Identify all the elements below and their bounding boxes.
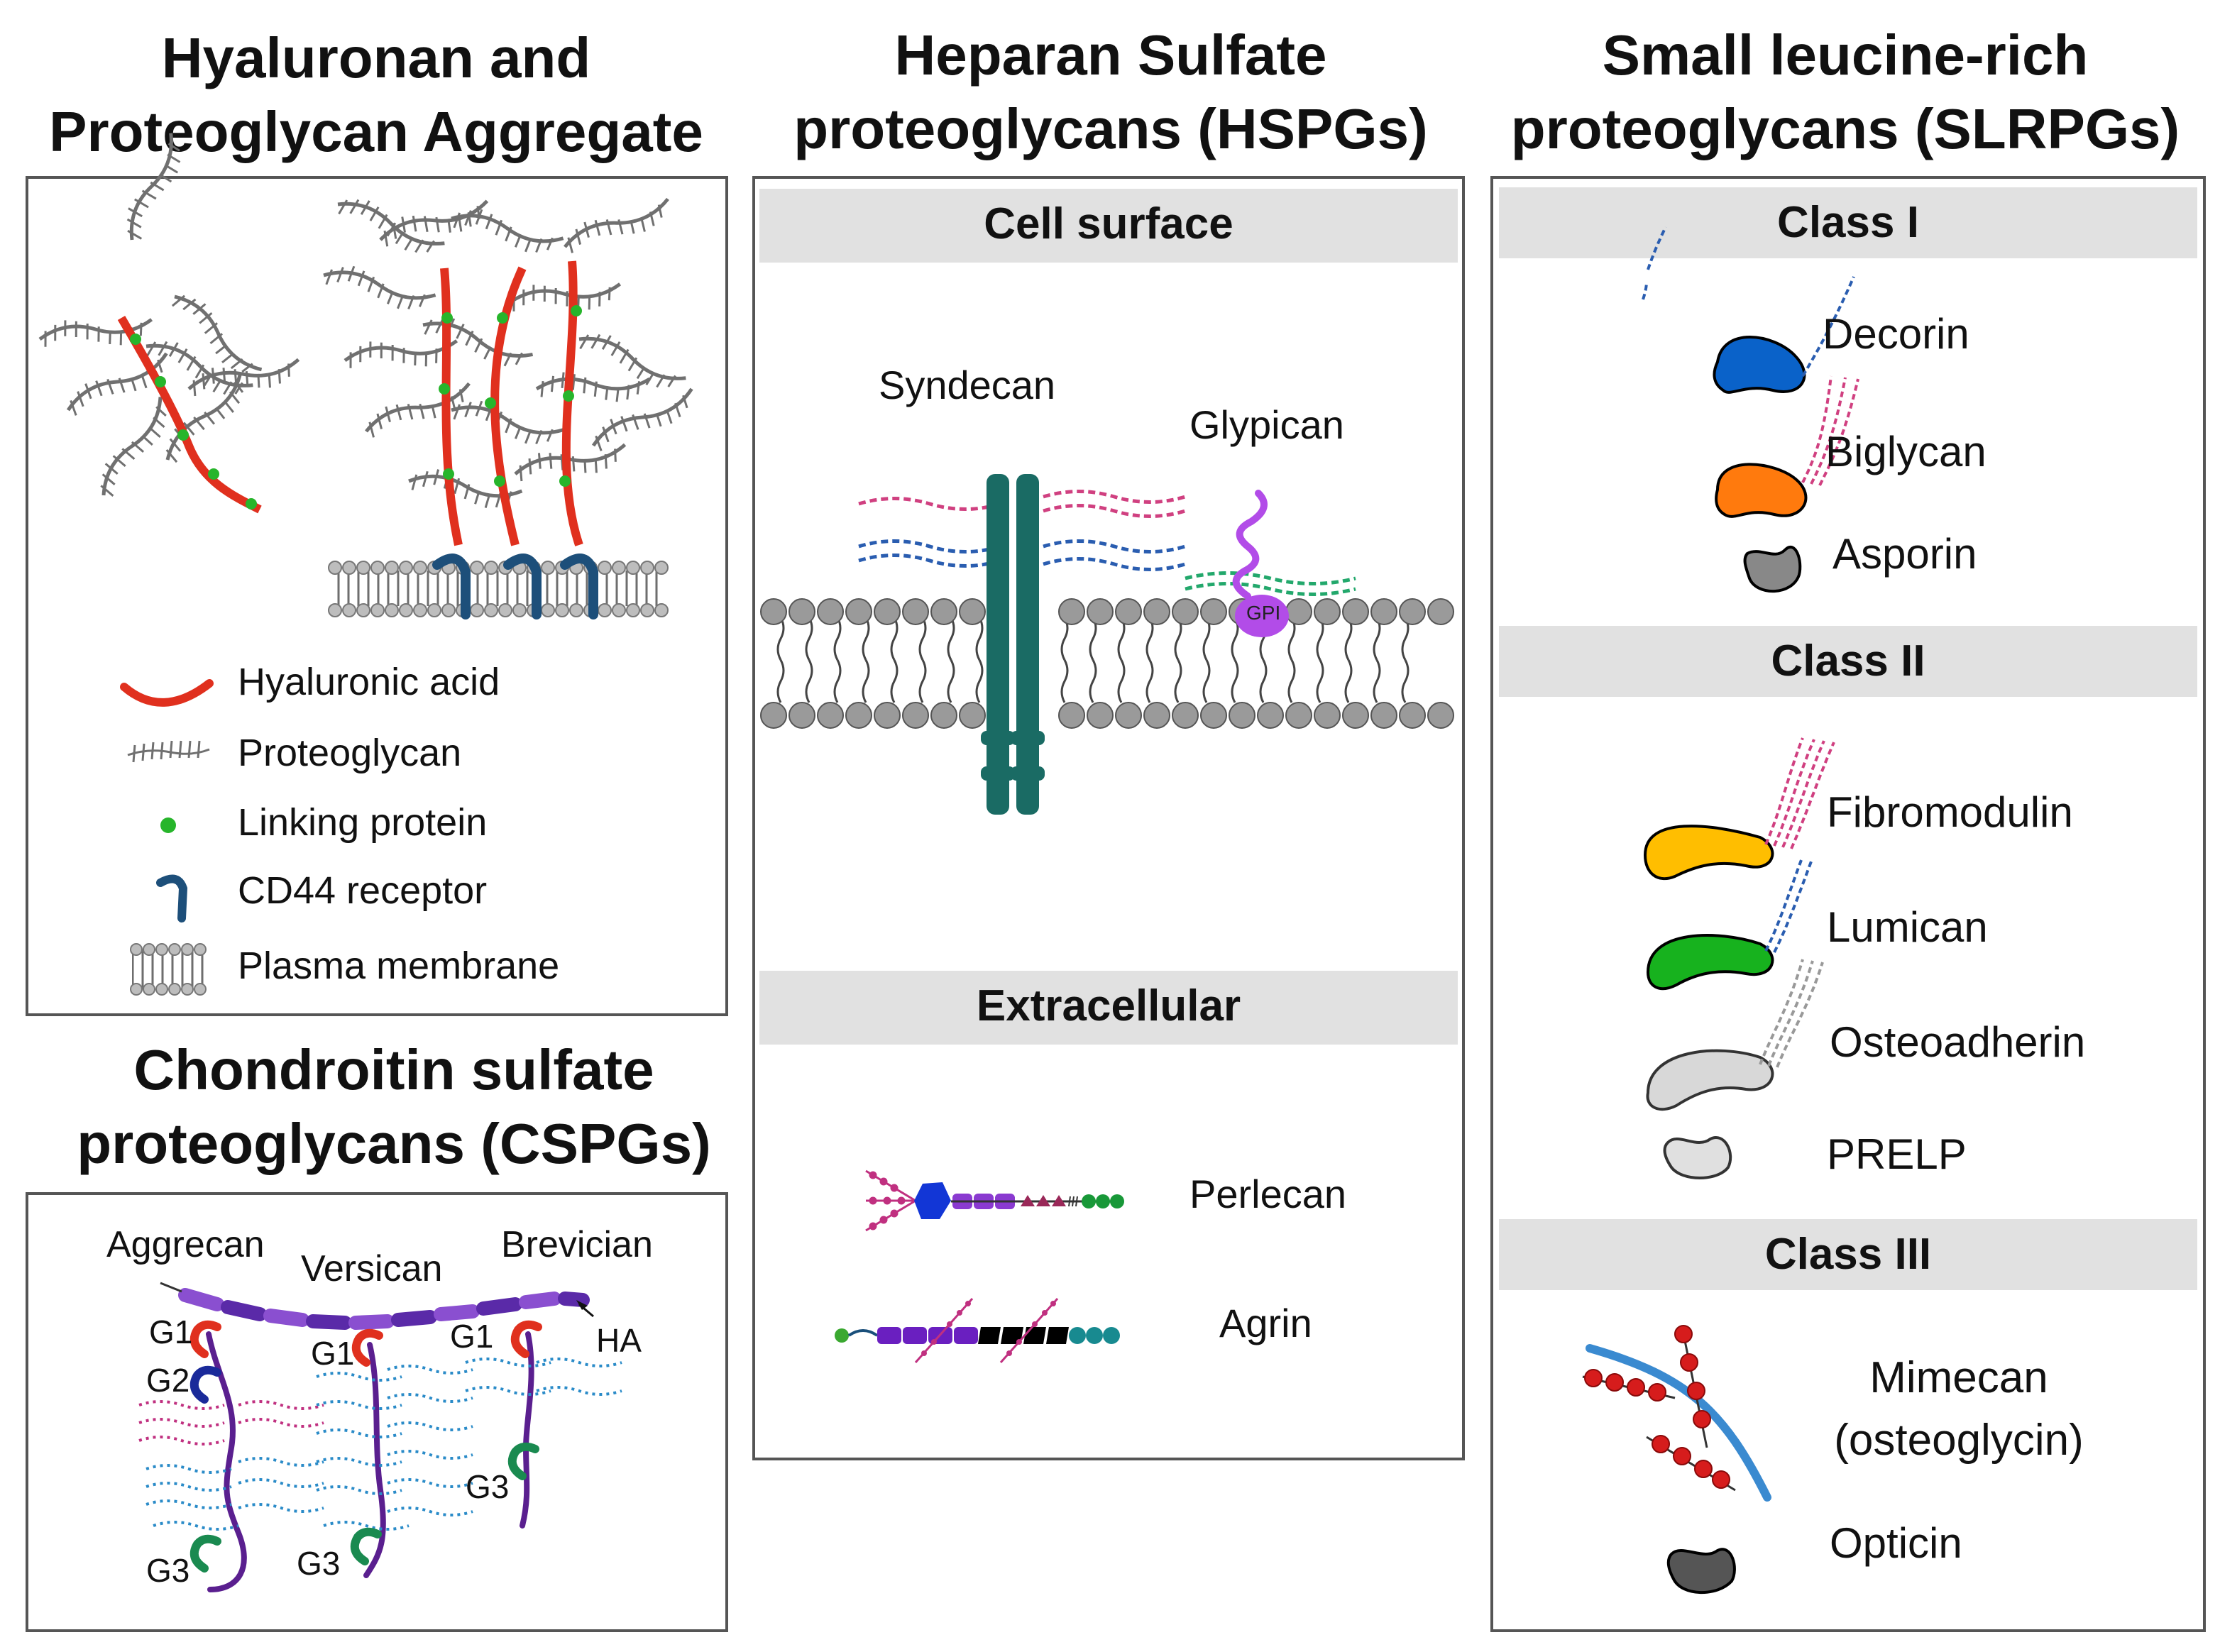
- biglycan-label: Biglycan: [1825, 428, 1987, 475]
- prelp-icon: [1663, 1136, 1732, 1179]
- opticin-icon: [1666, 1548, 1736, 1595]
- perlecan-icon: [865, 1169, 1124, 1232]
- cd44-receptor-icon: [156, 874, 188, 923]
- glypican-protein: [1232, 490, 1289, 637]
- class2-header: Class II: [1499, 626, 2197, 697]
- prelp-label: PRELP: [1827, 1130, 1967, 1178]
- legend-label-cd44-receptor: CD44 receptor: [238, 869, 488, 912]
- syndecan-label: Syndecan: [879, 363, 1056, 407]
- aggrecan-label: Aggrecan: [106, 1224, 265, 1265]
- hyaluronan-aggregate-illustration: [26, 176, 728, 620]
- osteoadherin-icon: [1646, 959, 1824, 1111]
- decorin-icon: [1642, 226, 1855, 394]
- core-proteins: [206, 1331, 534, 1592]
- brevican-g3-label: G3: [466, 1468, 510, 1505]
- cell-surface-header: Cell surface: [759, 189, 1458, 263]
- fibromodulin-icon: [1643, 737, 1835, 881]
- free-aggregate: [38, 128, 304, 514]
- heparan-sulfate-chains: [858, 490, 1356, 596]
- agrin-label: Agrin: [1219, 1301, 1312, 1345]
- ha-backbone: [178, 1288, 590, 1330]
- class1-header: Class I: [1499, 187, 2197, 258]
- legend-label-plasma-membrane: Plasma membrane: [238, 945, 560, 987]
- cell-membrane: [760, 598, 1454, 729]
- cell-surface-illustration: [760, 474, 1454, 815]
- class3-header: Class III: [1499, 1219, 2197, 1290]
- versican-label: Versican: [301, 1248, 443, 1289]
- osteoadherin-label: Osteoadherin: [1830, 1018, 2086, 1066]
- lumican-icon: [1646, 859, 1813, 991]
- extracellular-header: Extracellular: [759, 971, 1458, 1045]
- class3-illustrations: [1582, 1325, 1771, 1595]
- membrane-bound-aggregate: [320, 186, 701, 546]
- agrin-icon: [835, 1298, 1120, 1363]
- glypican-label: Glypican: [1189, 402, 1344, 447]
- cspg-illustration: [138, 1282, 622, 1592]
- asporin-icon: [1743, 546, 1802, 593]
- aggrecan-g3-label: G3: [146, 1552, 190, 1589]
- versican-g3-label: G3: [297, 1545, 341, 1582]
- class1-illustrations: [1642, 226, 1859, 593]
- opticin-label: Opticin: [1830, 1519, 1962, 1567]
- ha-label: HA: [596, 1322, 642, 1359]
- asporin-label: Asporin: [1832, 530, 1977, 578]
- brevican-g1-label: G1: [450, 1318, 494, 1355]
- linking-protein-icon: [160, 817, 176, 833]
- lumican-label: Lumican: [1827, 903, 1988, 951]
- hspg-panel: [752, 176, 1465, 1460]
- globular-domains: [189, 1320, 542, 1573]
- hyaluronic-acid-icon: [120, 679, 214, 707]
- gpi-label: GPI: [1246, 602, 1281, 624]
- legend-label-proteoglycan: Proteoglycan: [238, 732, 462, 774]
- aggrecan-g1-label: G1: [149, 1314, 193, 1350]
- mimecan-icon: [1582, 1325, 1771, 1502]
- mimecan-label: Mimecan(osteoglycin): [1834, 1353, 2084, 1465]
- cd44-receptors: [432, 554, 598, 620]
- perlecan-label: Perlecan: [1189, 1172, 1347, 1216]
- legend-label-hyaluronic-acid: Hyaluronic acid: [238, 661, 500, 703]
- class2-illustrations: [1643, 737, 1835, 1179]
- fibromodulin-label: Fibromodulin: [1827, 788, 2073, 836]
- plasma-membrane: [328, 561, 669, 617]
- proteoglycan-icon: [127, 740, 210, 763]
- chondroitin-chains: [138, 1358, 622, 1531]
- legend-label-linking-protein: Linking protein: [238, 801, 488, 844]
- plasma-membrane-icon: [130, 943, 210, 996]
- decorin-label: Decorin: [1823, 310, 1969, 358]
- aggrecan-g2-label: G2: [146, 1362, 190, 1399]
- biglycan-icon: [1715, 375, 1859, 518]
- brevican-label: Brevician: [501, 1224, 653, 1265]
- syndecan-protein: [981, 474, 1045, 815]
- versican-g1-label: G1: [311, 1335, 355, 1372]
